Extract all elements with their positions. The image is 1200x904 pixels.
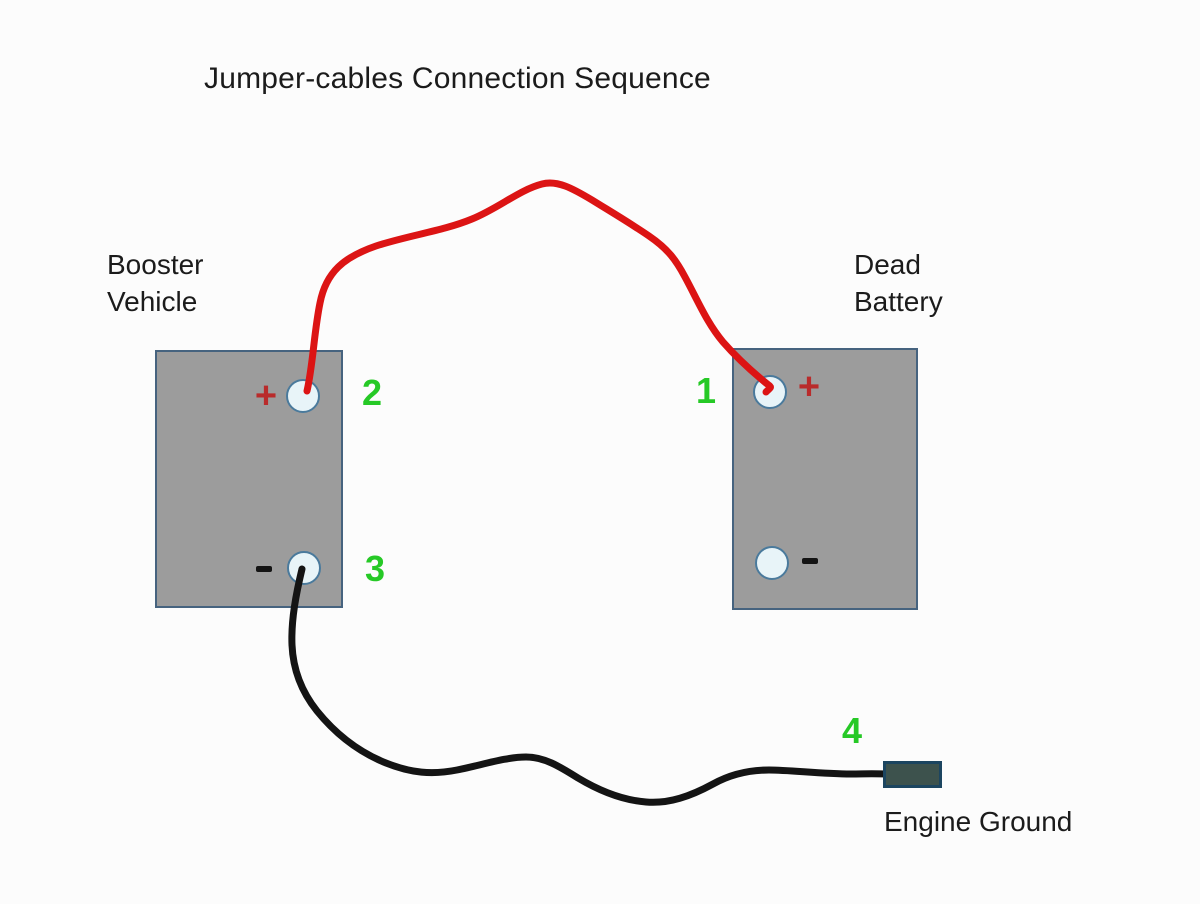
diagram-title: Jumper-cables Connection Sequence: [204, 62, 711, 95]
booster-minus-sign: [256, 566, 272, 572]
step-number-1: 1: [695, 370, 717, 411]
step-number-3: 3: [364, 548, 386, 589]
dead-battery-label: Dead Battery: [854, 249, 943, 317]
booster-negative-terminal: [287, 551, 321, 585]
dead-plus-sign: +: [797, 366, 821, 408]
dead-positive-terminal: [753, 375, 787, 409]
dead-minus-sign: [802, 558, 818, 564]
engine-ground-block: [883, 761, 942, 788]
step-number-4: 4: [841, 710, 863, 751]
booster-plus-sign: +: [254, 375, 278, 417]
engine-ground-label: Engine Ground: [884, 806, 1073, 837]
positive-jumper-cable: [303, 179, 774, 396]
booster-positive-terminal: [286, 379, 320, 413]
dead-negative-terminal: [755, 546, 789, 580]
step-number-2: 2: [361, 372, 383, 413]
booster-vehicle-label: Booster Vehicle: [107, 249, 204, 317]
